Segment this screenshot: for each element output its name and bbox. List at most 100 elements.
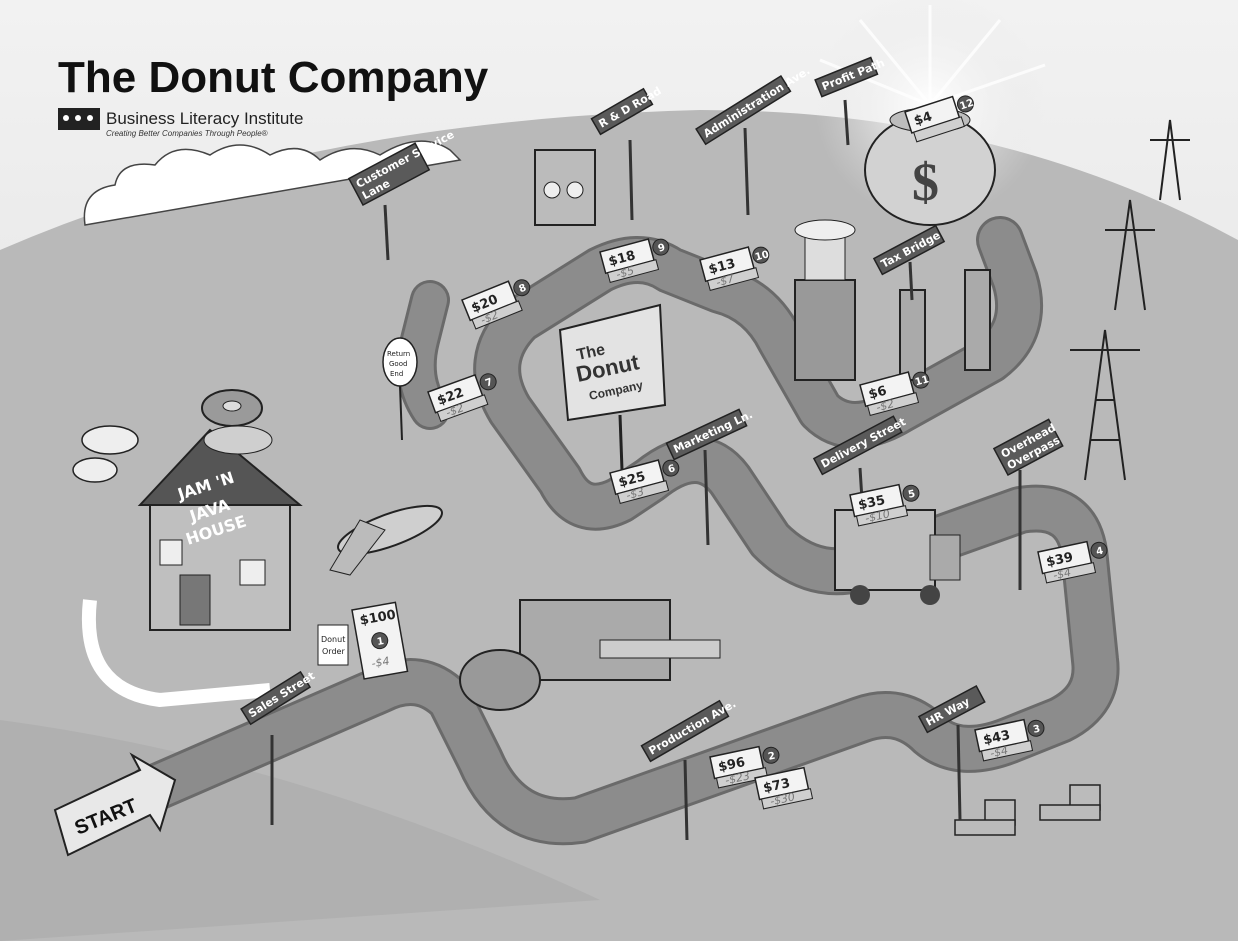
stop-number: 2 [767,751,776,763]
sign-plate [695,74,792,146]
sign-pole [956,724,962,821]
stop-cost: -$10 [864,507,891,525]
stop-amount: $13 [707,256,737,278]
stop-number: 7 [484,377,494,390]
stop-number: 6 [667,463,677,475]
subtitle: Business Literacy Institute [106,109,303,128]
money-stack-shadow [715,767,769,789]
stop-number-badge [752,246,770,264]
stop-number: 11 [914,374,930,388]
road-network [126,216,1120,846]
money-stop-5: $35-$10 5 [849,483,920,527]
power-tower-icon [1070,119,1190,481]
stop-number-badge [1027,719,1045,737]
return-sign: Return Good End [382,337,418,441]
sign-pole [703,449,710,546]
sign-pole [743,127,750,216]
money-stack-shadow [436,394,489,423]
money-stack-shadow [1043,562,1097,584]
stop-cost: -$7 [715,272,736,289]
stop-number-badge [371,632,389,650]
factory-icon [459,599,721,711]
stop-amount: $100 [359,608,397,629]
sign-plate [240,670,312,726]
stop-number-badge [762,746,780,764]
sign-plate [992,418,1064,477]
money-stop-7: $22-$27 [427,373,497,423]
money-stop-9: $18-$59 [599,238,670,284]
stop-number-badge [479,373,497,391]
sign-plate [665,408,748,461]
stop-cost: -$5 [615,264,636,281]
money-stop-2: $96-$232 [709,745,780,789]
stop-number: 4 [1095,546,1104,558]
sign-plate [814,56,879,98]
sign-plate [812,415,903,476]
money-stack-shadow [760,788,814,810]
stop-number-badge [956,95,974,113]
stop-number: 8 [517,283,528,296]
billboard: The Donut Company [558,303,667,471]
money-stop-12: $412 [904,95,975,143]
money-stop-3: $43-$43 [974,718,1045,762]
sign-pole [843,99,850,146]
stop-cost: -$30 [769,790,796,808]
sign-pole [383,204,390,261]
stop-number: 9 [657,242,667,254]
money-stop-11: $6-$211 [859,371,930,417]
stop-cost: -$4 [371,654,391,670]
stop-cost: -$2 [444,401,465,419]
bli-logo-icon [58,108,100,130]
cloud-icon [83,140,462,226]
donut-order-sign: Donut Order [317,624,349,666]
money-stop-10: $13-$7 10 [699,246,770,292]
dollar-icon: $ [912,152,939,212]
money-stack-shadow [980,740,1034,762]
money-stack-shadow [867,392,920,417]
sign-plate [872,224,946,276]
stop-cost: -$4 [989,744,1009,760]
return-sign-line2: Good [389,360,407,368]
tax-bridge [899,269,991,381]
sign-pole [908,261,914,301]
plane-icon [329,504,443,576]
donut-order-line2: Order [322,647,345,656]
money-stack-shadow [607,259,660,284]
money-stop-4: $39-$4 4 [1037,540,1108,584]
stop-number-badge [912,371,930,389]
stop-amount: $35 [857,493,887,513]
truck-icon [834,509,961,605]
stop-amount: $43 [982,728,1012,748]
stop-amount: $6 [867,384,888,403]
donut-icon [201,389,273,455]
money-stack-shadow [471,300,523,330]
stop-amount: $39 [1045,550,1075,570]
stop-cost: -$2 [479,308,501,327]
stop-amount: $96 [717,755,747,775]
umbrella-icon [72,425,139,483]
stop-amount: $4 [912,109,934,129]
donut-order-line1: Donut [321,635,345,644]
stop-number-badge [1090,541,1108,559]
money-stop-extra2: $73-$30 [754,766,814,810]
stop-number-badge [902,484,920,502]
sign-plate [917,684,986,734]
page-title: The Donut Company [58,53,489,102]
stop-number-badge [662,459,680,477]
sign-plate [640,699,730,763]
stop-cost: -$4 [1052,566,1072,582]
walkway [81,599,271,708]
money-stack-shadow [855,505,909,527]
sign-plate [590,87,654,136]
stop-number: 5 [907,489,916,501]
money-stops: $100-$41$96-$232$73-$30$43-$43$39-$44$35… [351,95,1108,810]
money-stack-shadow [913,116,965,143]
sign-plate [347,142,431,207]
money-stop-1: $100 -$4 1 [351,601,409,680]
stop-number: 1 [376,636,385,648]
money-stack-shadow [707,267,760,292]
computer-icon [954,784,1101,836]
stop-number-badge [513,279,531,297]
stop-number: 10 [754,249,770,263]
